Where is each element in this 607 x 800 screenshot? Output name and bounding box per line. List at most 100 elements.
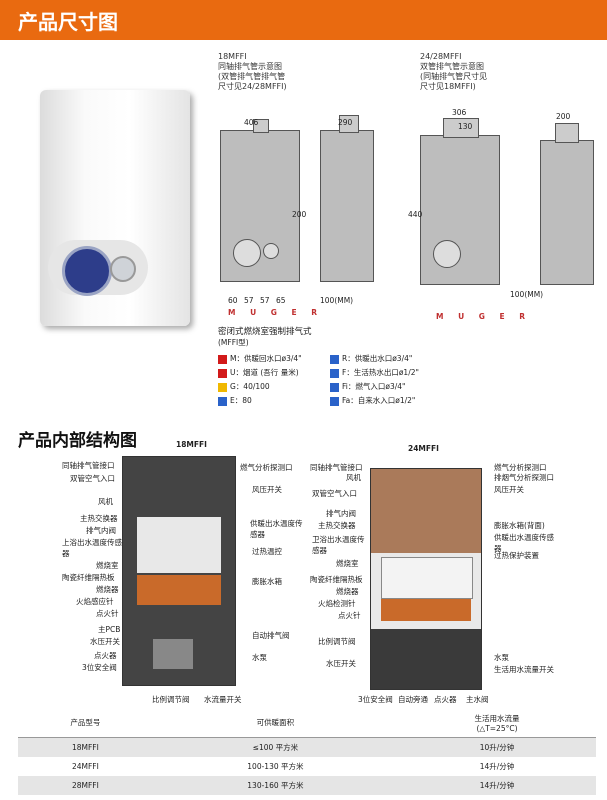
dim-right-caption: 24/28MFFI 双管排气管示意图 (同轴排气管尺寸见 尺寸见18MFFI) <box>420 52 487 92</box>
part-label: 3位安全阀 <box>358 695 393 704</box>
part-label: 点火针 <box>338 611 361 620</box>
part-label: 点火针 <box>96 609 119 618</box>
part-label: 主水阀 <box>466 695 489 704</box>
model-left: 18MFFI <box>176 440 207 449</box>
dial-icon <box>433 240 461 268</box>
part-label: 风机 <box>346 473 361 482</box>
table-row: 18MFFI ≤100 平方米 10升/分钟 <box>18 737 596 757</box>
part-label: 生活用水流量开关 <box>494 665 554 674</box>
dial-icon <box>62 246 112 296</box>
connection-letters: M U G E R <box>228 308 324 317</box>
table-cell: ≤100 平方米 <box>152 737 399 757</box>
part-label: 供暖出水温度传感器 <box>494 533 554 553</box>
header-bar: 产品尺寸图 <box>0 0 607 40</box>
part-label: 风机 <box>98 497 113 506</box>
legend-text: ：生活热水出口ø1/2" <box>346 368 419 377</box>
key-swatch <box>218 368 227 378</box>
fan-housing <box>371 469 481 553</box>
part-label: 主PCB <box>98 625 121 634</box>
table-row: 24MFFI 100-130 平方米 14升/分钟 <box>18 757 596 776</box>
part-label: 排气内阀 <box>326 509 356 518</box>
dim-left-caption: 18MFFI 同轴排气管示意图 (双管排气管排气管 尺寸见24/28MFFI) <box>218 52 287 92</box>
legend-text: ：供暖回水口ø3/4" <box>236 354 302 363</box>
connection-letters: M U G E R <box>436 312 532 321</box>
legend-text: ：40/100 <box>235 382 270 391</box>
gauge-icon <box>110 256 136 282</box>
legend-key: F <box>342 368 347 377</box>
key-swatch <box>330 354 339 364</box>
burner <box>137 575 221 605</box>
part-label: 陶瓷纤维隔热板 <box>310 575 363 584</box>
dim-unit: 100(MM) <box>510 290 544 299</box>
legend-subtitle: (MFFI型) <box>218 338 249 347</box>
legend-key: E <box>230 396 235 405</box>
table-cell: 28MFFI <box>18 776 153 795</box>
legend-key: M <box>230 354 237 363</box>
combustion-chamber <box>137 517 221 573</box>
key-swatch <box>330 368 339 378</box>
part-label: 水泵 <box>494 653 509 662</box>
flue-icon <box>253 119 269 133</box>
legend-item: Fa：自来水入口ø1/2" <box>330 395 415 406</box>
valve-block <box>371 629 481 689</box>
part-label: 燃烧室 <box>336 559 359 568</box>
part-label: 火焰感应针 <box>76 597 114 606</box>
legend: 密闭式燃烧室强制排气式 (MFFI型) <box>218 325 598 352</box>
legend-key: U <box>230 368 236 377</box>
part-label: 燃烧室 <box>96 561 119 570</box>
dim-left-model: 18MFFI <box>218 52 247 61</box>
table-row: 28MFFI 130-160 平方米 14升/分钟 <box>18 776 596 795</box>
part-label: 风压开关 <box>252 485 282 494</box>
interior-photo-right <box>370 468 482 690</box>
part-label: 比例调节阀 <box>152 695 190 704</box>
part-label: 自动旁通 <box>398 695 428 704</box>
burner <box>381 599 471 621</box>
spec-table: 产品型号 可供暖面积 生活用水流量 (△T=25°C) 18MFFI ≤100 … <box>18 708 596 795</box>
combustion-chamber <box>381 557 473 599</box>
part-label: 燃气分析探测口 <box>240 463 293 472</box>
legend-item: E：80 <box>218 395 252 406</box>
valve-block <box>153 639 193 669</box>
part-label: 双管空气入口 <box>312 489 357 498</box>
dim-height: 200 <box>292 210 307 219</box>
part-label: 同轴排气管接口 <box>310 463 363 472</box>
dim-depth: 200 <box>556 112 571 121</box>
legend-key: Fi <box>342 382 348 391</box>
part-label: 3位安全阀 <box>82 663 117 672</box>
part-label: 比例调节阀 <box>318 637 356 646</box>
part-label: 燃烧器 <box>336 587 359 596</box>
boiler-photo <box>40 90 190 326</box>
part-label: 过热保护装置 <box>494 551 539 560</box>
part-label: 点火器 <box>94 651 117 660</box>
dim-left-desc: 尺寸见24/28MFFI) <box>218 82 287 91</box>
part-label: 供暖出水温度传感器 <box>250 519 303 539</box>
key-swatch <box>218 382 227 392</box>
part-label: 膨胀水箱 <box>252 577 282 586</box>
part-label: 燃气分析探测口 <box>494 463 547 472</box>
interior-photo-left <box>122 456 236 686</box>
key-swatch <box>218 396 227 406</box>
part-label: 陶瓷纤维隔热板 <box>62 573 115 582</box>
legend-key: Fa <box>342 396 351 405</box>
part-label: 风压开关 <box>494 485 524 494</box>
part-label: 卫浴出水温度传感器 <box>312 535 365 555</box>
part-label: 膨胀水箱(背面) <box>494 521 545 530</box>
dim-pitch: 130 <box>458 122 473 131</box>
gauge-icon <box>263 243 279 259</box>
part-label: 水压开关 <box>90 637 120 646</box>
dim-pitch: 57 <box>260 296 270 305</box>
legend-text: ：燃气入口ø3/4" <box>347 382 406 391</box>
key-swatch <box>218 354 227 364</box>
table-cell: 14升/分钟 <box>398 776 596 795</box>
table-header: 生活用水流量 (△T=25°C) <box>398 708 596 738</box>
part-label: 水流量开关 <box>204 695 242 704</box>
dim-height: 440 <box>408 210 423 219</box>
legend-key: G <box>230 382 236 391</box>
dim-pitch: 65 <box>276 296 286 305</box>
legend-text: ：供暖出水口ø3/4" <box>347 354 413 363</box>
key-swatch <box>330 396 339 406</box>
flue-icon <box>339 115 359 133</box>
part-label: 主热交换器 <box>318 521 356 530</box>
legend-text: ：自来水入口ø1/2" <box>350 396 416 405</box>
part-label: 过热温控 <box>252 547 282 556</box>
